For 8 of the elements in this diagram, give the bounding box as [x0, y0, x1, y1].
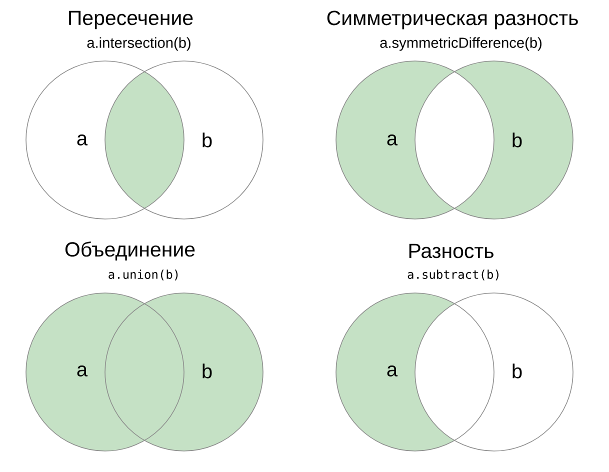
heading: Разность	[409, 244, 494, 258]
code-text: a.intersection(b)	[87, 37, 190, 51]
heading: Пересечение	[69, 10, 193, 30]
code-text: a.subtract(b)	[408, 270, 498, 280]
code-text: a.symmetricDifference(b)	[380, 37, 542, 51]
heading: Симметрическая разность	[327, 10, 578, 30]
code-text: a.union(b)	[108, 270, 178, 280]
heading: Объединение	[65, 241, 195, 261]
